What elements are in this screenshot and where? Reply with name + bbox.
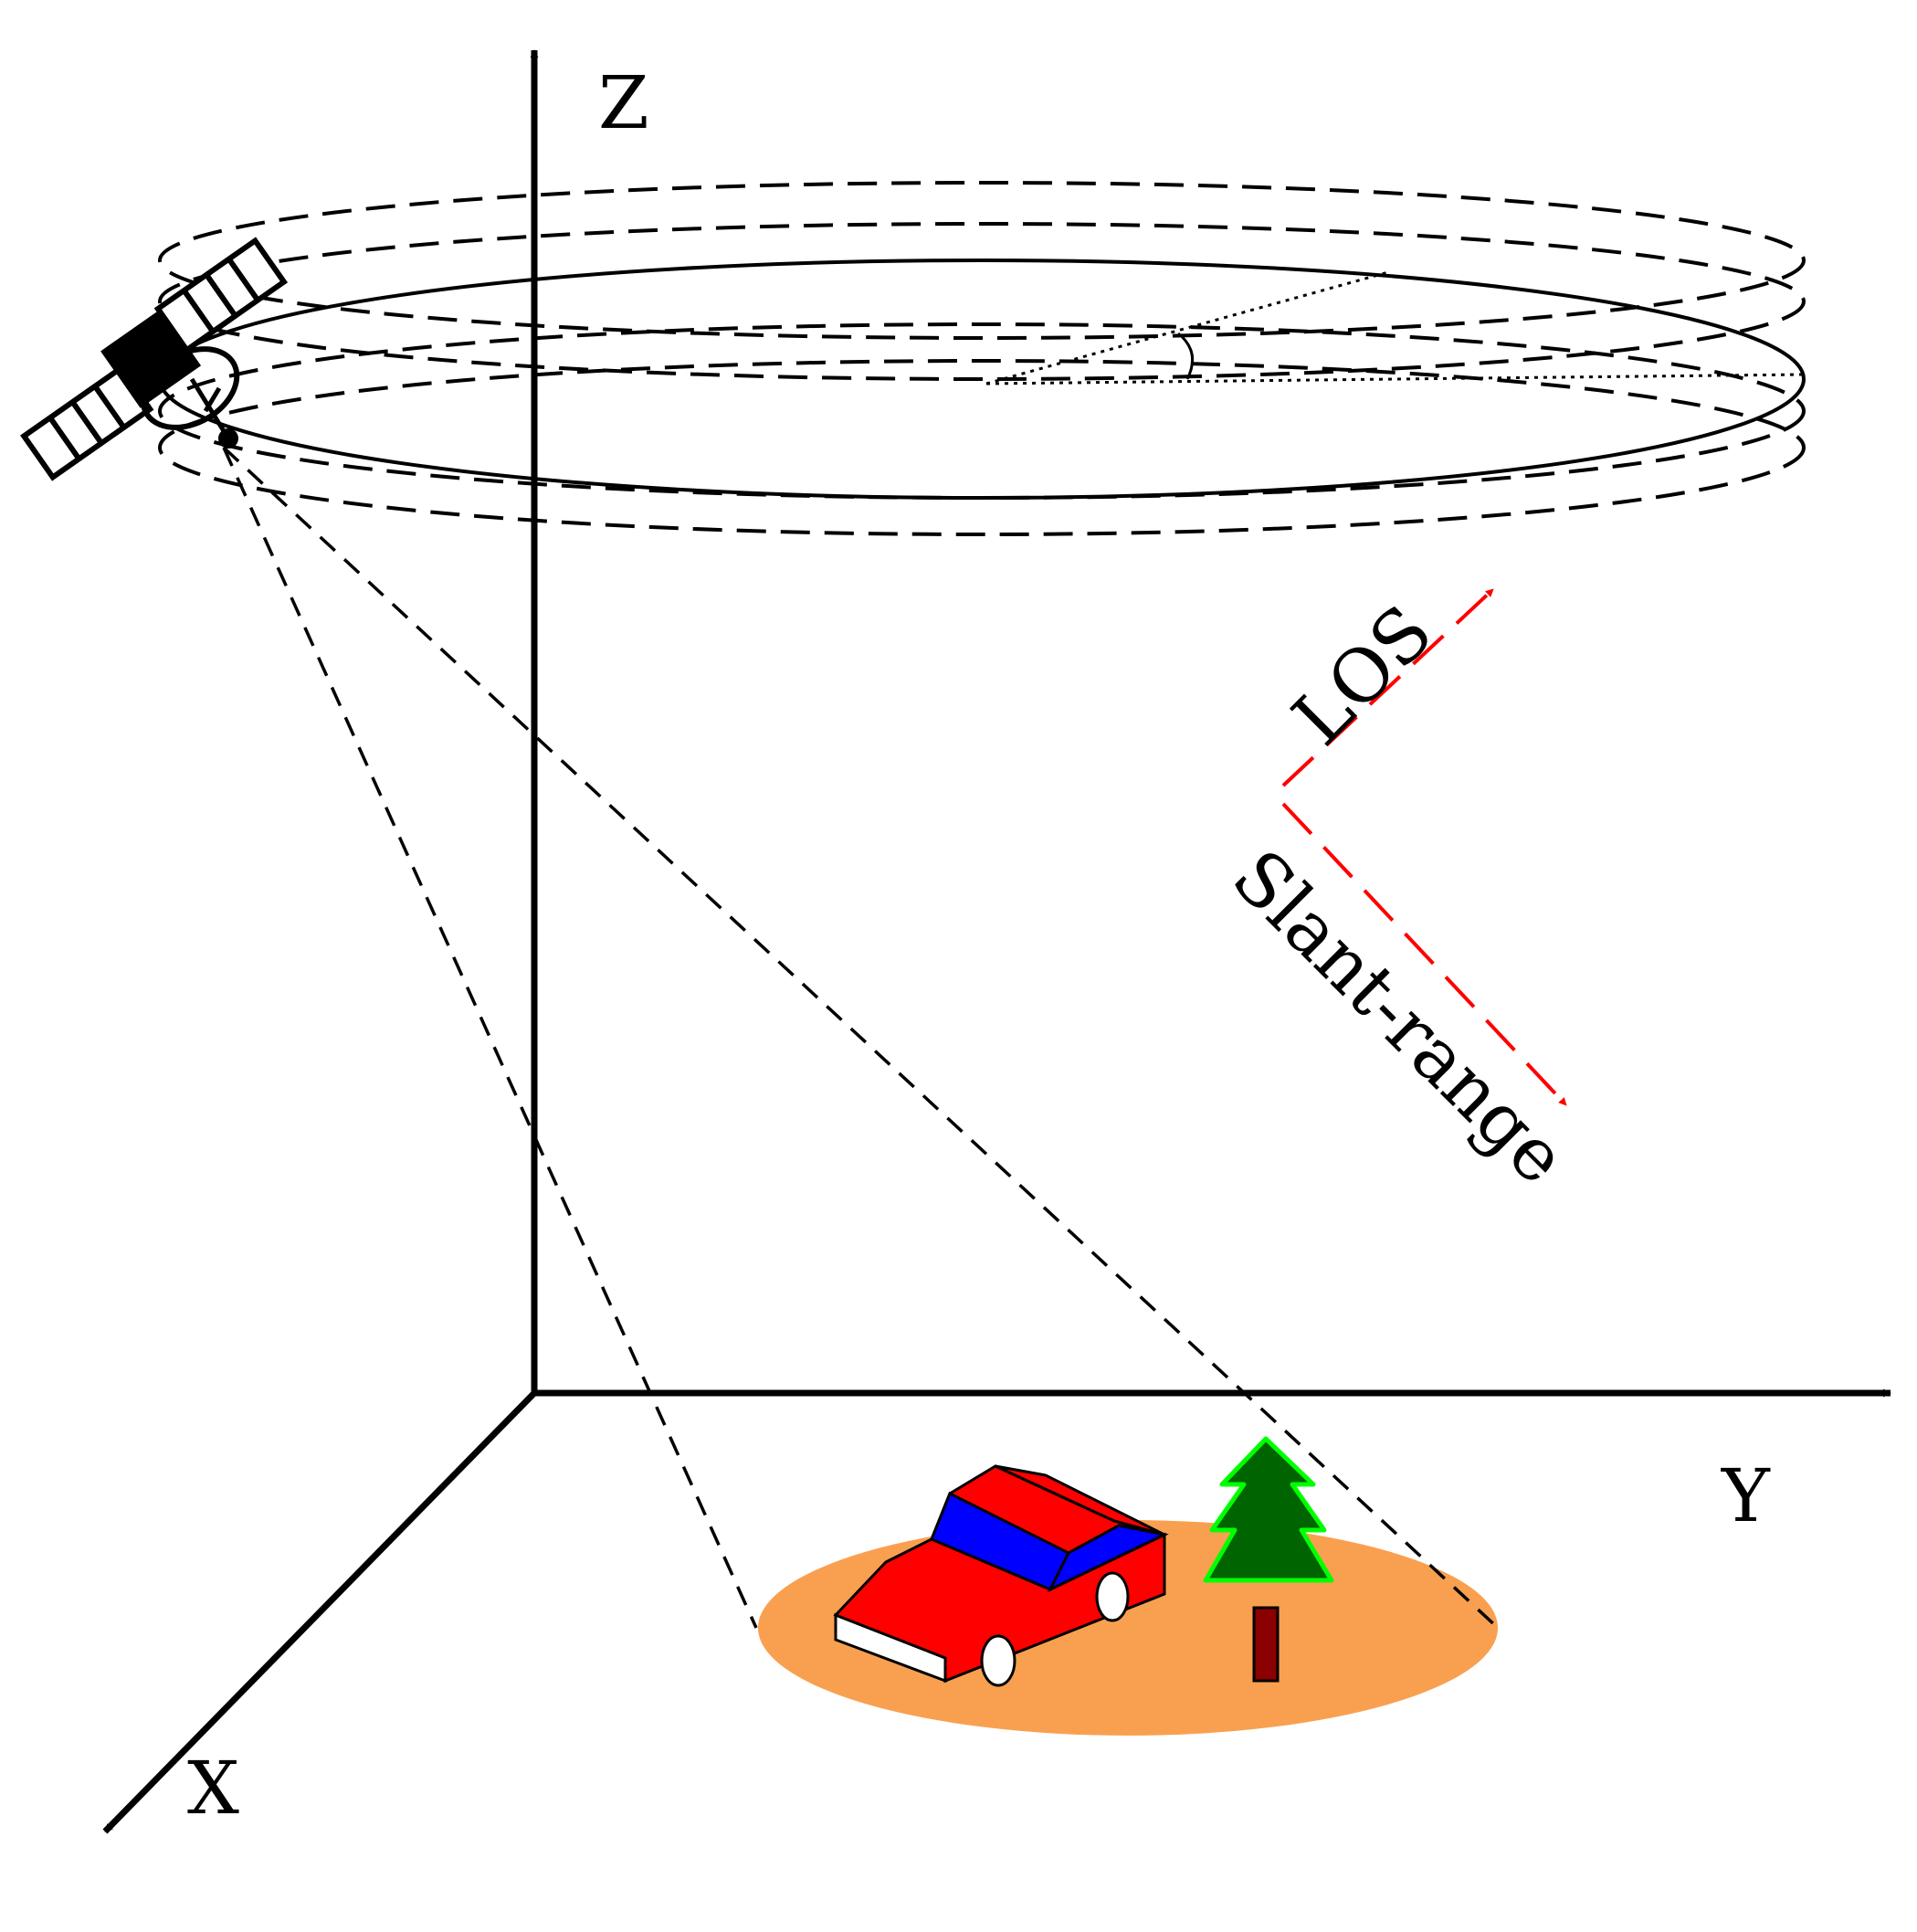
satellite-icon [20,237,289,481]
z-axis-label: Z [598,60,649,145]
x-axis [102,1390,537,1834]
orbit-dashed-4 [158,359,1806,536]
tree-trunk [1252,1606,1280,1683]
y-axis-label: Y [1721,1453,1771,1538]
slant-range-label: Slant-range [1217,834,1584,1201]
coordinate-axes [102,49,1891,1834]
tree-foliage [1203,1436,1334,1583]
orbit-dashed-2 [158,222,1806,381]
orbit-dashed-1 [158,181,1806,340]
angle-arc [1177,332,1195,380]
car-icon [833,1464,1169,1687]
beam-edge-far [222,446,1500,1630]
elevation-angle-indicator [985,270,1805,385]
orbit-dashed-3 [158,322,1806,500]
beam-edge-near [222,447,758,1629]
orbit-tracks [158,181,1806,536]
radar-beam [222,446,1500,1630]
los-label: LOS [1277,589,1448,761]
los-arrow [1281,587,1495,787]
x-axis-label: X [187,1746,239,1831]
slant-range-arrow [1281,802,1568,1107]
tree-icon [1203,1436,1334,1683]
